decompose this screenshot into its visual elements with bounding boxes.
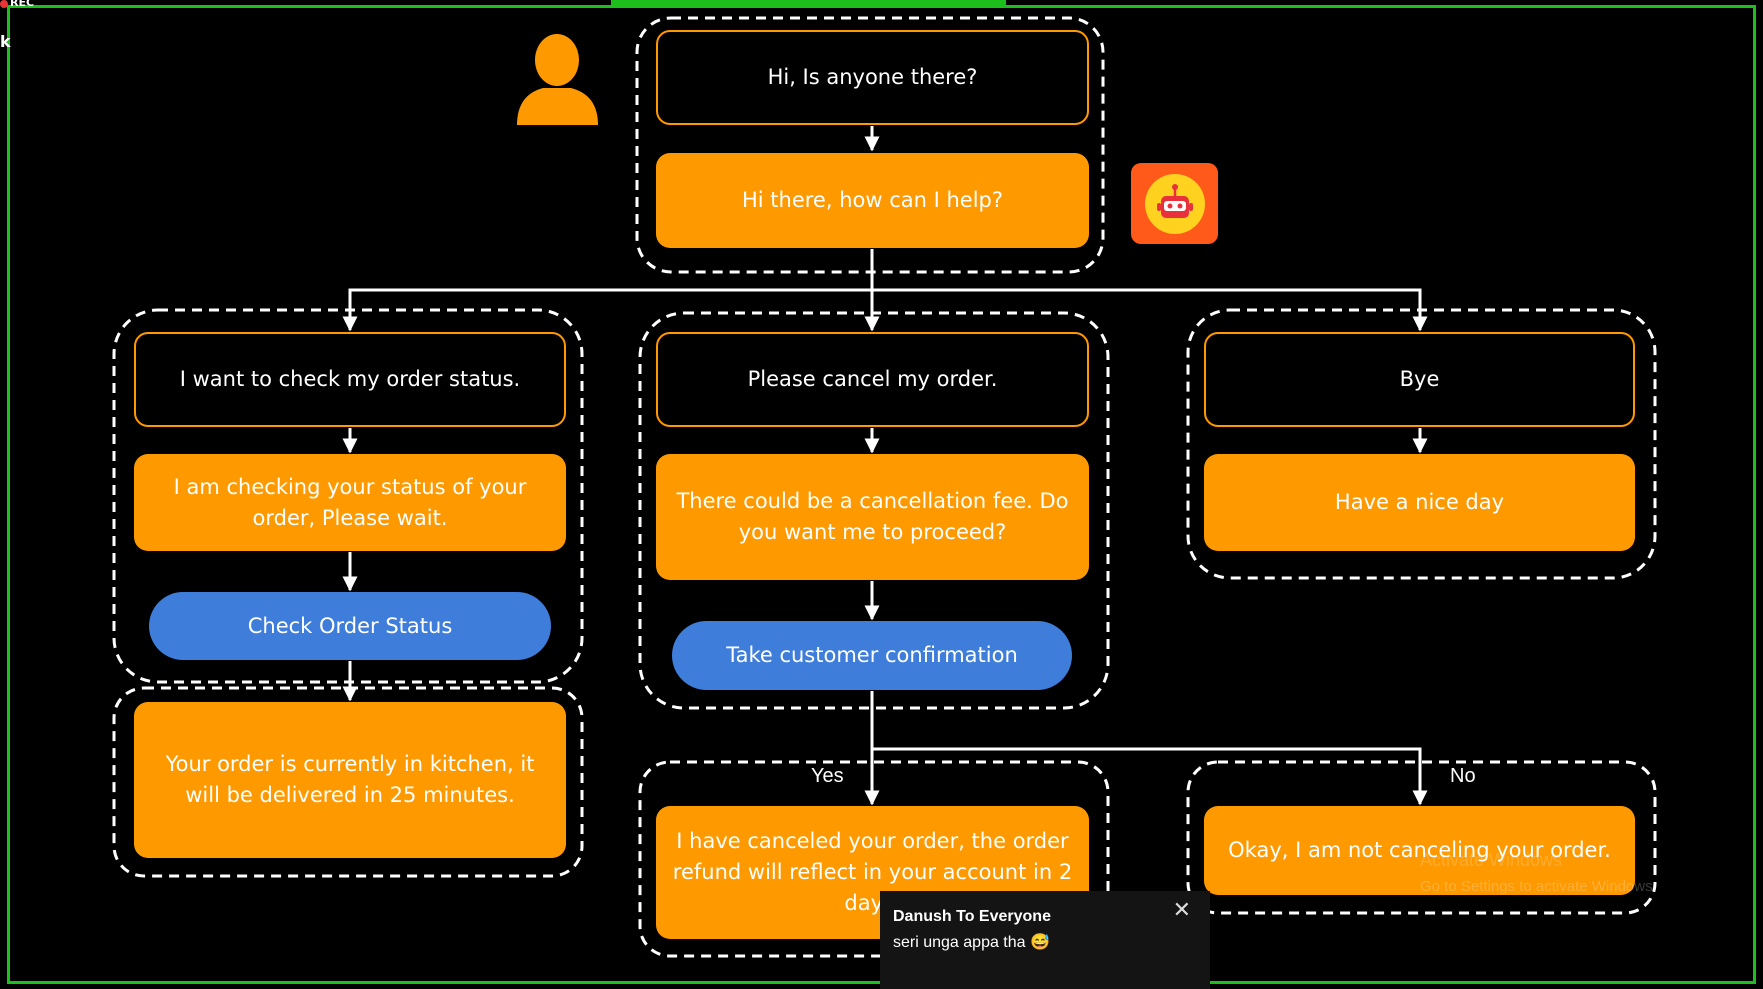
cropped-side-text: k — [0, 32, 11, 51]
recording-label: REC — [10, 0, 35, 9]
chat-message: seri unga appa tha 😅 — [893, 934, 1050, 951]
edge-label-yes: Yes — [811, 765, 844, 787]
node-status-action: Check Order Status — [149, 592, 551, 660]
node-bye-bot-text: Have a nice day — [1334, 490, 1505, 514]
node-bye-bot: Have a nice day — [1204, 454, 1635, 551]
node-status-user-text: I want to check my order status. — [179, 367, 521, 391]
chat-notification[interactable]: Danush To Everyone seri unga appa tha 😅 … — [880, 891, 1210, 989]
group-cancel-no — [1186, 760, 1657, 915]
group-cancel — [638, 311, 1110, 710]
watermark-subtitle: Go to Settings to activate Windows. — [1420, 878, 1657, 895]
node-cancel-user: Please cancel my order. — [656, 332, 1089, 427]
chat-sender: Danush To Everyone — [893, 908, 1051, 925]
node-cancel-no-result-text: Okay, I am not canceling your order. — [1228, 838, 1611, 862]
node-bye-user: Bye — [1204, 332, 1635, 427]
node-greeting-bot: Hi there, how can I help? — [656, 153, 1089, 248]
node-cancel-action-text: Take customer confirmation — [726, 643, 1018, 667]
close-icon[interactable]: ✕ — [1172, 897, 1191, 922]
node-cancel-yes-result-text: I have canceled your order, the order re… — [672, 829, 1073, 915]
share-indicator-bar — [611, 0, 1006, 5]
node-status-result: Your order is currently in kitchen, it w… — [134, 702, 566, 858]
node-status-bot: I am checking your status of your order,… — [134, 454, 566, 551]
node-status-user: I want to check my order status. — [134, 332, 566, 427]
node-bye-user-text: Bye — [1399, 367, 1440, 391]
arrow-cancel-no — [872, 747, 1428, 806]
group-greeting — [635, 16, 1105, 274]
node-greeting-bot-text: Hi there, how can I help? — [741, 188, 1004, 212]
node-status-action-text: Check Order Status — [247, 613, 453, 638]
node-cancel-bot-text: There could be a cancellation fee. Do yo… — [676, 489, 1069, 544]
node-greeting-user-text: Hi, Is anyone there? — [767, 65, 978, 89]
group-cancel-yes — [638, 760, 1110, 958]
watermark-title: Activate Windows — [1420, 850, 1563, 870]
node-cancel-bot: There could be a cancellation fee. Do yo… — [656, 454, 1089, 580]
node-status-bot-text: I am checking your status of your order,… — [173, 474, 527, 530]
node-cancel-user-text: Please cancel my order. — [747, 367, 998, 391]
node-cancel-no-result: Okay, I am not canceling your order. — [1204, 806, 1635, 895]
robot-icon — [1131, 163, 1218, 244]
node-greeting-user: Hi, Is anyone there? — [656, 30, 1089, 125]
arrows — [342, 126, 1428, 806]
node-cancel-action: Take customer confirmation — [672, 621, 1072, 690]
user-avatar-icon — [517, 34, 598, 125]
node-status-result-text: Your order is currently in kitchen, it w… — [165, 752, 535, 807]
branch-bar — [348, 288, 1422, 330]
edge-label-no: No — [1450, 765, 1476, 787]
group-status — [112, 308, 584, 684]
recording-dot-icon — [0, 0, 8, 8]
